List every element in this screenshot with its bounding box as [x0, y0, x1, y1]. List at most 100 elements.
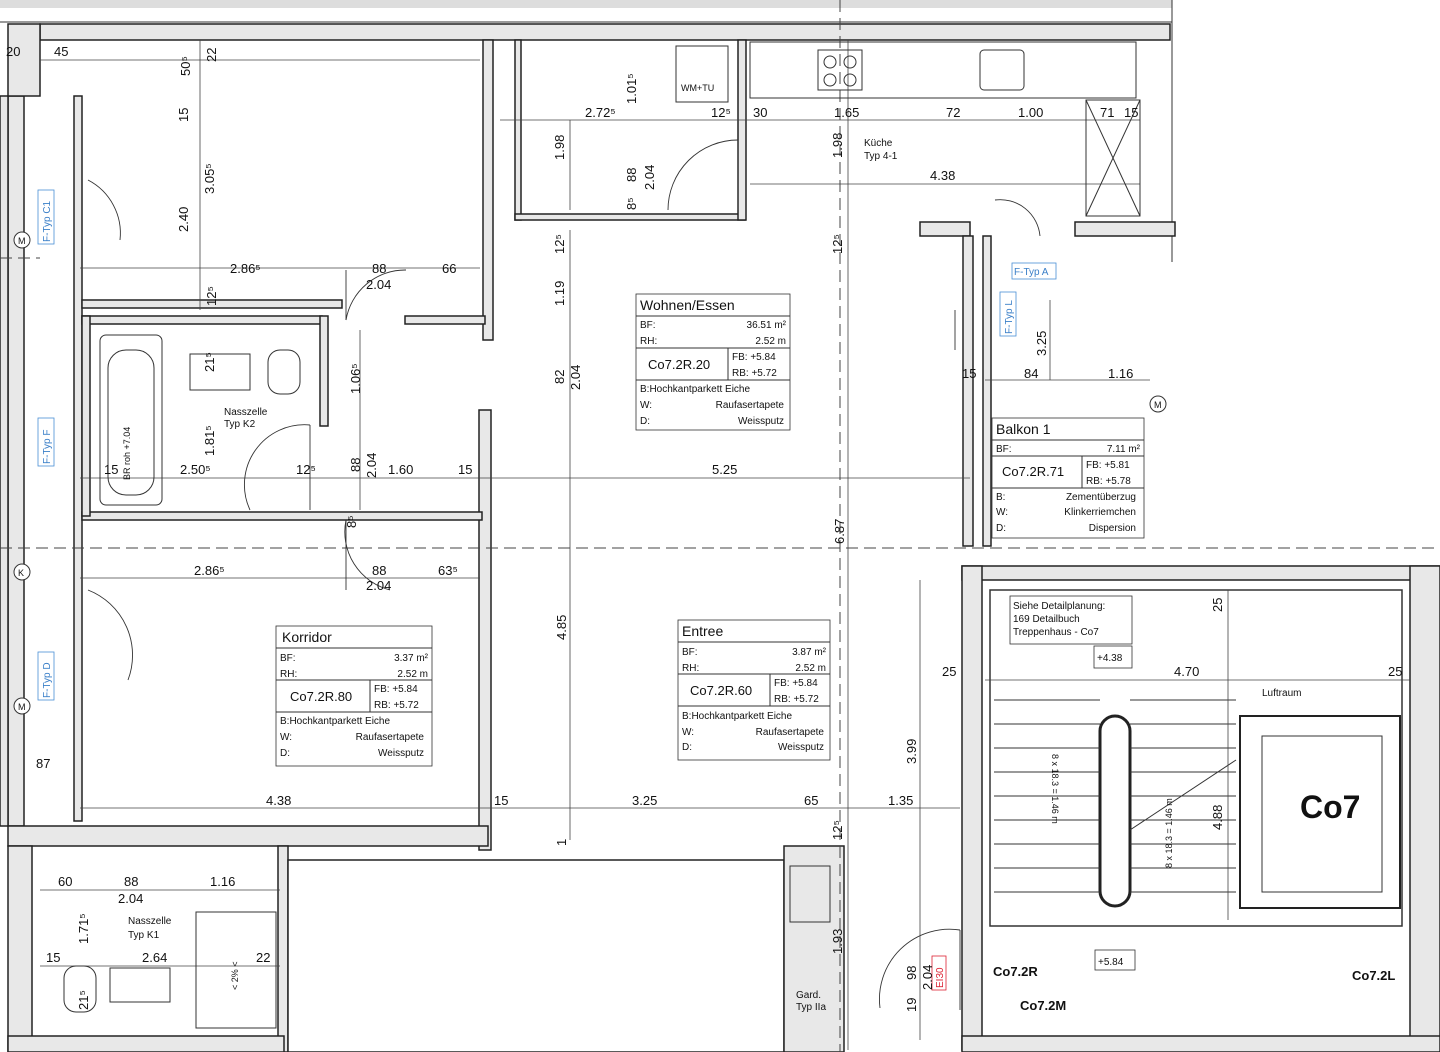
d-balkon: Dispersion — [1089, 523, 1136, 534]
slope-label: < 2% < — [230, 961, 240, 990]
fb-entree: FB: +5.84 — [774, 678, 818, 689]
rh-label-wohnen: RH: — [640, 336, 657, 347]
rh-value-korridor: 2.52 m — [397, 669, 428, 680]
w-entree: Raufasertapete — [756, 727, 825, 738]
inner-wall-left — [73, 95, 83, 822]
d-label-korridor: D: — [280, 748, 290, 759]
dim-15g: 15 — [46, 950, 60, 965]
dim-125b: 12⁵ — [711, 105, 731, 120]
dim-15d: 15 — [458, 462, 472, 477]
wall-wmtu-kitchen — [737, 39, 747, 221]
room-code-korridor: Co7.2R.80 — [290, 689, 352, 704]
bf-value-balkon: 7.11 m² — [1107, 444, 1141, 455]
b-entree: B:Hochkantparkett Eiche — [682, 711, 792, 722]
dim-88e: 88 — [124, 874, 138, 889]
dim-22a: 22 — [204, 48, 219, 62]
dim-2505: 2.50⁵ — [180, 462, 211, 477]
dim-204c: 2.04 — [568, 365, 583, 390]
top-exterior-wall — [39, 23, 1171, 41]
bf-label-wohnen: BF: — [640, 320, 656, 331]
w-balkon: Klinkerriemchen — [1064, 507, 1136, 518]
elevator-shaft — [1239, 715, 1401, 909]
dim-19: 19 — [904, 998, 919, 1012]
label-br-roh: BR roh +7.04 — [122, 427, 132, 480]
rh-value-wohnen: 2.52 m — [755, 336, 786, 347]
w-label-korridor: W: — [280, 732, 292, 743]
dim-305: 3.05⁵ — [202, 163, 217, 194]
dim-204g: 2.04 — [920, 965, 935, 990]
wall-stair-left — [961, 565, 983, 1051]
b-wohnen: B:Hochkantparkett Eiche — [640, 384, 750, 395]
wall-bottom-left — [7, 825, 489, 847]
fixtures — [63, 41, 1141, 1029]
dim-1815: 1.81⁵ — [202, 425, 217, 456]
bf-value-wohnen: 36.51 m² — [747, 320, 787, 331]
dim-325a: 3.25 — [632, 793, 657, 808]
label-nasszelle-k2: Nasszelle — [224, 407, 268, 418]
dim-198b: 1.98 — [830, 133, 845, 158]
dim-125d: 12⁵ — [830, 234, 845, 254]
dim-1015: 1.01⁵ — [624, 73, 639, 104]
dim-399: 3.99 — [904, 739, 919, 764]
fb-wohnen: FB: +5.84 — [732, 352, 776, 363]
dim-45: 45 — [54, 44, 68, 59]
dim-204e: 2.04 — [366, 578, 391, 593]
room-code-balkon: Co7.2R.71 — [1002, 464, 1064, 479]
detail-line-2: 169 Detailbuch — [1013, 614, 1080, 625]
wall-bath-k2-bottom — [81, 511, 483, 521]
dim-2865b: 2.86⁵ — [194, 563, 225, 578]
dim-198a: 1.98 — [552, 135, 567, 160]
bf-value-entree: 3.87 m² — [792, 647, 827, 658]
room-code-wohnen: Co7.2R.20 — [648, 357, 710, 372]
dim-15b: 15 — [1124, 105, 1138, 120]
rb-wohnen: RB: +5.72 — [732, 368, 777, 379]
d-label-balkon: D: — [996, 523, 1006, 534]
fb-korridor: FB: +5.84 — [374, 684, 418, 695]
room-name-korridor: Korridor — [282, 629, 332, 645]
dim-204f: 2.04 — [118, 891, 143, 906]
marker-m-2: M — [18, 702, 26, 712]
marker-m-1: M — [18, 236, 26, 246]
dim-485: 4.85 — [554, 615, 569, 640]
label-nasszelle-k1: Nasszelle — [128, 916, 172, 927]
stair-treads — [994, 699, 1237, 893]
rb-balkon: RB: +5.78 — [1086, 476, 1131, 487]
label-wmtu: WM+TU — [681, 83, 714, 93]
w-label-entree: W: — [682, 727, 694, 738]
dim-22b: 22 — [256, 950, 270, 965]
room-tag-wohnen — [635, 293, 791, 431]
window-type-c1: F-Typ C1 — [42, 200, 53, 242]
building-code: Co7 — [1300, 789, 1360, 825]
dim-488: 4.88 — [1210, 805, 1225, 830]
bf-label-balkon: BF: — [996, 444, 1012, 455]
level-438: +4.38 — [1097, 653, 1123, 664]
wall-balcony-left — [962, 235, 974, 547]
dim-116b: 1.16 — [210, 874, 235, 889]
window-type-d: F-Typ D — [42, 662, 53, 698]
label-gard-typ: Typ IIa — [796, 1002, 826, 1013]
label-nasszelle-k2-typ: Typ K2 — [224, 419, 256, 430]
wall-bed-hall — [482, 39, 494, 341]
room-tag-korridor — [275, 625, 433, 767]
w-wohnen: Raufasertapete — [716, 400, 785, 411]
dim-125c: 12⁵ — [552, 234, 567, 254]
dim-193: 1.93 — [830, 929, 845, 954]
dim-635: 63⁵ — [438, 563, 458, 578]
d-entree: Weissputz — [778, 742, 824, 753]
door-arcs — [87, 139, 1041, 1010]
dim-72: 72 — [946, 105, 960, 120]
dim-438a: 4.38 — [930, 168, 955, 183]
dim-215b: 21⁵ — [76, 990, 91, 1010]
window-type-a: F-Typ A — [1014, 267, 1049, 278]
axis-markers — [13, 231, 1167, 715]
label-gard: Gard. — [796, 990, 821, 1001]
dim-204b: 2.04 — [642, 165, 657, 190]
stair-right-label: 8 x 18.3 = 1.46 m — [1164, 798, 1174, 868]
dim-325b: 3.25 — [1034, 331, 1049, 356]
label-nasszelle-k1-typ: Typ K1 — [128, 930, 160, 941]
dim-15f: 15 — [962, 366, 976, 381]
dim-98: 98 — [904, 966, 919, 980]
dim-119: 1.19 — [552, 281, 567, 306]
dim-15e: 15 — [494, 793, 508, 808]
